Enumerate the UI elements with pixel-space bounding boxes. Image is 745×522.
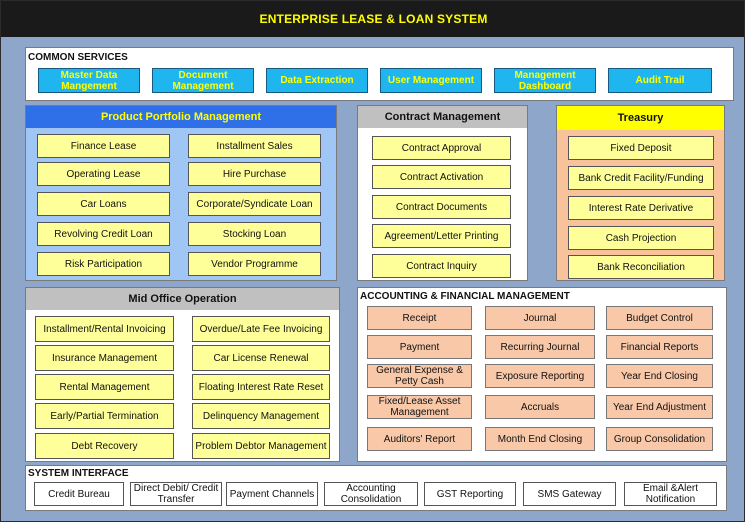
treasury-interest-rate-derivative: Interest Rate Derivative (568, 196, 714, 220)
product-risk-participation: Risk Participation (37, 252, 170, 276)
acct-fixed-lease-asset-management: Fixed/Lease Asset Management (367, 395, 472, 419)
acct-receipt: Receipt (367, 306, 472, 330)
contract-inquiry: Contract Inquiry (372, 254, 511, 278)
treasury-fixed-deposit: Fixed Deposit (568, 136, 714, 160)
service-management-dashboard: Management Dashboard (494, 68, 596, 93)
contract-management-panel: Contract Management Contract Approval Co… (357, 105, 528, 281)
service-audit-trail: Audit Trail (608, 68, 712, 93)
product-stocking-loan: Stocking Loan (188, 222, 321, 246)
service-user-management: User Management (380, 68, 482, 93)
product-hire-purchase: Hire Purchase (188, 162, 321, 186)
acct-month-end-closing: Month End Closing (485, 427, 595, 451)
treasury-bank-reconciliation: Bank Reconciliation (568, 255, 714, 279)
product-portfolio-panel: Product Portfolio Management Finance Lea… (25, 105, 337, 281)
treasury-panel: Treasury Fixed Deposit Bank Credit Facil… (556, 105, 725, 281)
acct-payment: Payment (367, 335, 472, 359)
acct-general-expense-petty-cash: General Expense & Petty Cash (367, 364, 472, 388)
accounting-title: ACCOUNTING & FINANCIAL MANAGEMENT (360, 291, 570, 302)
treasury-cash-projection: Cash Projection (568, 226, 714, 250)
acct-group-consolidation: Group Consolidation (606, 427, 713, 451)
product-operating-lease: Operating Lease (37, 162, 170, 186)
treasury-bank-credit-facility: Bank Credit Facility/Funding (568, 166, 714, 190)
interface-gst-reporting: GST Reporting (424, 482, 516, 506)
interface-sms-gateway: SMS Gateway (523, 482, 616, 506)
mid-rental-management: Rental Management (35, 374, 174, 400)
contract-management-title: Contract Management (358, 106, 527, 128)
acct-auditors-report: Auditors' Report (367, 427, 472, 451)
common-services-panel: COMMON SERVICES Master Data Mangement Do… (25, 47, 734, 101)
acct-exposure-reporting: Exposure Reporting (485, 364, 595, 388)
accounting-panel: ACCOUNTING & FINANCIAL MANAGEMENT Receip… (357, 287, 727, 462)
acct-journal: Journal (485, 306, 595, 330)
mid-overdue-late-fee-invoicing: Overdue/Late Fee Invoicing (192, 316, 330, 342)
contract-agreement-letter-printing: Agreement/Letter Printing (372, 224, 511, 248)
system-interface-panel: SYSTEM INTERFACE Credit Bureau Direct De… (25, 465, 727, 511)
contract-activation: Contract Activation (372, 165, 511, 189)
mid-insurance-management: Insurance Management (35, 345, 174, 371)
contract-approval: Contract Approval (372, 136, 511, 160)
contract-documents: Contract Documents (372, 195, 511, 219)
acct-budget-control: Budget Control (606, 306, 713, 330)
common-services-label: COMMON SERVICES (28, 52, 128, 63)
mid-office-title: Mid Office Operation (26, 288, 339, 310)
interface-payment-channels: Payment Channels (226, 482, 318, 506)
acct-financial-reports: Financial Reports (606, 335, 713, 359)
mid-debt-recovery: Debt Recovery (35, 433, 174, 459)
product-car-loans: Car Loans (37, 192, 170, 216)
mid-floating-interest-rate-reset: Floating Interest Rate Reset (192, 374, 330, 400)
mid-car-license-renewal: Car License Renewal (192, 345, 330, 371)
mid-early-partial-termination: Early/Partial Termination (35, 403, 174, 429)
mid-office-panel: Mid Office Operation Installment/Rental … (25, 287, 340, 462)
interface-direct-debit-credit-transfer: Direct Debit/ Credit Transfer (130, 482, 222, 506)
service-document-management: Document Management (152, 68, 254, 93)
interface-credit-bureau: Credit Bureau (34, 482, 124, 506)
acct-recurring-journal: Recurring Journal (485, 335, 595, 359)
service-data-extraction: Data Extraction (266, 68, 368, 93)
acct-year-end-adjustment: Year End Adjustment (606, 395, 713, 419)
mid-installment-rental-invoicing: Installment/Rental Invoicing (35, 316, 174, 342)
interface-accounting-consolidation: Accounting Consolidation (324, 482, 418, 506)
product-finance-lease: Finance Lease (37, 134, 170, 158)
acct-accruals: Accruals (485, 395, 595, 419)
service-master-data: Master Data Mangement (38, 68, 140, 93)
mid-problem-debtor-management: Problem Debtor Management (192, 433, 330, 459)
system-interface-label: SYSTEM INTERFACE (28, 468, 129, 479)
treasury-title: Treasury (557, 106, 724, 130)
product-portfolio-title: Product Portfolio Management (26, 106, 336, 128)
page-title: ENTERPRISE LEASE & LOAN SYSTEM (1, 1, 744, 37)
product-installment-sales: Installment Sales (188, 134, 321, 158)
product-corporate-syndicate-loan: Corporate/Syndicate Loan (188, 192, 321, 216)
interface-email-alert-notification: Email &Alert Notification (624, 482, 717, 506)
product-revolving-credit-loan: Revolving Credit Loan (37, 222, 170, 246)
mid-delinquency-management: Delinquency Management (192, 403, 330, 429)
product-vendor-programme: Vendor Programme (188, 252, 321, 276)
acct-year-end-closing: Year End Closing (606, 364, 713, 388)
